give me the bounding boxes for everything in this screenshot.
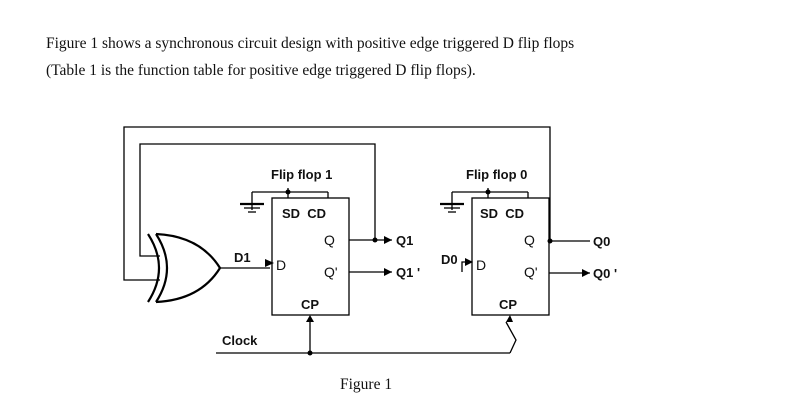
feedback-wire-q0 <box>123 126 551 281</box>
flip-flop-1: Flip flop 1 SD CD D Q Q' CP <box>240 167 350 316</box>
ff0-cp-pin: CP <box>499 297 517 312</box>
q1bar-label: Q1 ' <box>396 265 420 280</box>
ff1-title: Flip flop 1 <box>271 167 332 182</box>
ff1-ground-icon <box>240 202 264 213</box>
problem-paragraph: Figure 1 shows a synchronous circuit des… <box>46 30 786 84</box>
ff1-q-pin: Q <box>324 232 335 248</box>
feedback-wire-q1 <box>139 143 376 257</box>
d1-arrow <box>265 259 274 267</box>
ff0-d-pin: D <box>476 257 486 273</box>
flip-flop-0: Flip flop 0 SD CD D Q Q' CP <box>440 167 550 316</box>
d0-label: D0 <box>441 252 458 267</box>
ff0-qbar-pin: Q' <box>524 264 538 280</box>
ff0-clock-wire <box>505 321 517 354</box>
xor-gate <box>147 232 221 304</box>
ff1-box <box>271 197 350 316</box>
ff0-ground-icon <box>440 202 464 213</box>
ff0-box <box>471 197 550 316</box>
ff1-sd-cd: SD CD <box>282 206 326 221</box>
figure-caption: Figure 1 <box>340 376 392 393</box>
ff0-sd-cd: SD CD <box>480 206 524 221</box>
ff1-d-pin: D <box>276 257 286 273</box>
ff1-cp-pin: CP <box>301 297 319 312</box>
d1-label: D1 <box>234 250 251 265</box>
q0bar-label: Q0 ' <box>593 266 617 281</box>
ff0-title: Flip flop 0 <box>466 167 527 182</box>
q1-label: Q1 <box>396 233 413 248</box>
paragraph-line-2: (Table 1 is the function table for posit… <box>46 62 476 79</box>
paragraph-line-1: Figure 1 shows a synchronous circuit des… <box>46 35 575 52</box>
ff0-q-pin: Q <box>524 232 535 248</box>
q0-label: Q0 <box>593 234 610 249</box>
ff1-qbar-pin: Q' <box>324 264 338 280</box>
clock-label: Clock <box>222 333 258 348</box>
